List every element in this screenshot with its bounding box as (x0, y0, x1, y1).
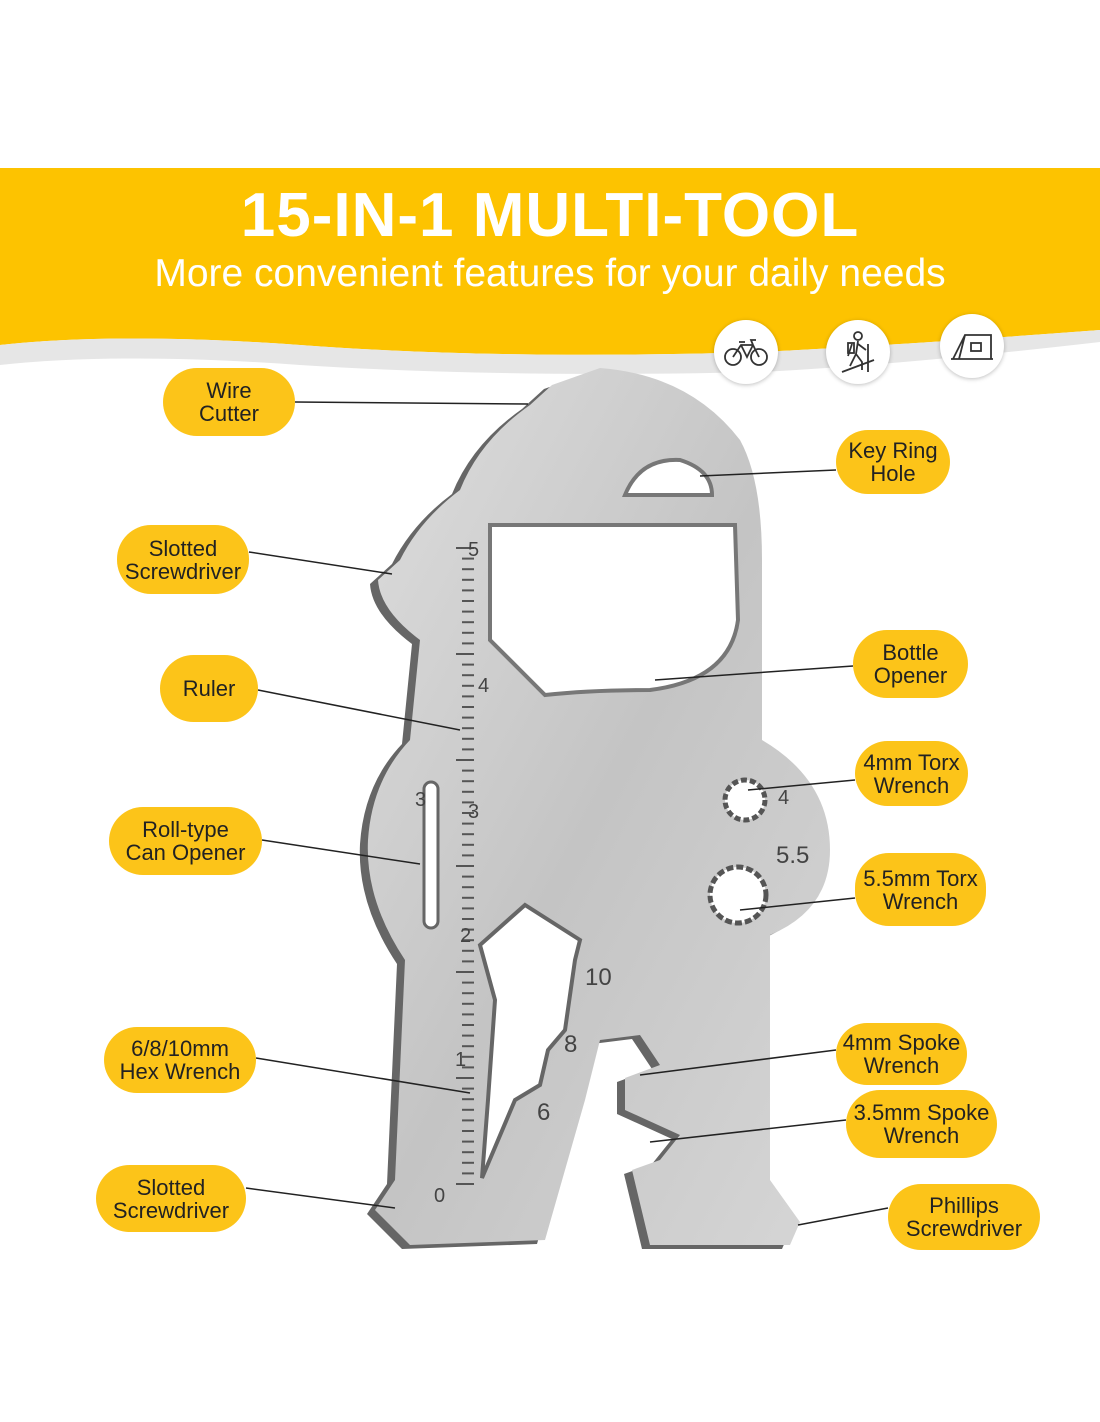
callout-text: 5.5mm Torx (863, 865, 978, 891)
torx-small-mark: 4 (778, 787, 789, 809)
callout-text: 4mm Spoke (842, 1030, 961, 1055)
ruler-label: 3 (468, 801, 479, 823)
hex-wrench-cutout (477, 902, 583, 1179)
torx-large-mark: 5.5 (776, 842, 809, 869)
callout-text: Can Opener (125, 840, 246, 865)
callout-text: Wrench (873, 772, 950, 798)
hex-mark-10: 10 (585, 964, 612, 991)
hex-mark-8: 8 (564, 1031, 577, 1058)
leader-lines (245, 401, 889, 1226)
callout-text: Wrench (883, 1123, 960, 1148)
ruler-label: 5 (468, 539, 479, 561)
ruler-label: 2 (460, 925, 471, 947)
callout-text: Slotted (136, 1174, 206, 1200)
callout-text: Screwdriver (112, 1197, 230, 1223)
callout-text: Wrench (882, 888, 959, 914)
callout-text: Wire (206, 378, 252, 403)
bottle-opener-hole (488, 523, 741, 698)
callout-text: Wrench (863, 1053, 940, 1078)
callout-text: Cutter (199, 401, 259, 426)
callout-text: Roll-type (142, 817, 229, 842)
ruler-ticks (456, 547, 474, 1185)
torx-4mm-hole (722, 777, 768, 823)
bicycle-icon (714, 320, 778, 384)
callout-text: Key Ring (848, 438, 938, 463)
callout-text: Screwdriver (124, 558, 242, 584)
ruler-label: 4 (478, 675, 489, 697)
page-subtitle: More convenient features for your daily … (154, 252, 946, 295)
callout-text: Screwdriver (905, 1216, 1023, 1241)
callout-text: 6/8/10mm (131, 1036, 229, 1061)
page-title: 15-IN-1 MULTI-TOOL (240, 181, 860, 250)
callout-text: Opener (873, 663, 948, 688)
callout-text: 3.5mm Spoke (853, 1100, 990, 1125)
tent-icon (940, 314, 1004, 378)
key-ring-hole (622, 457, 715, 497)
hiking-icon (826, 320, 890, 384)
callout-text: Ruler (182, 676, 236, 701)
torx-5-5mm-hole (707, 864, 769, 926)
callout-ruler: Ruler (160, 655, 258, 722)
can-opener-slot (422, 780, 440, 930)
callout-text: Hole (870, 461, 916, 486)
callout-text: Hex Wrench (119, 1059, 241, 1084)
ruler-label: 1 (455, 1049, 466, 1071)
hex-mark-6: 6 (537, 1099, 550, 1126)
callout-text: Slotted (148, 535, 218, 561)
slot-mark: 3 (415, 789, 426, 811)
callout-text: Phillips (929, 1193, 999, 1218)
callout-text: 4mm Torx (863, 749, 960, 775)
callout-text: Bottle (882, 640, 939, 665)
ruler-label: 0 (434, 1185, 445, 1207)
